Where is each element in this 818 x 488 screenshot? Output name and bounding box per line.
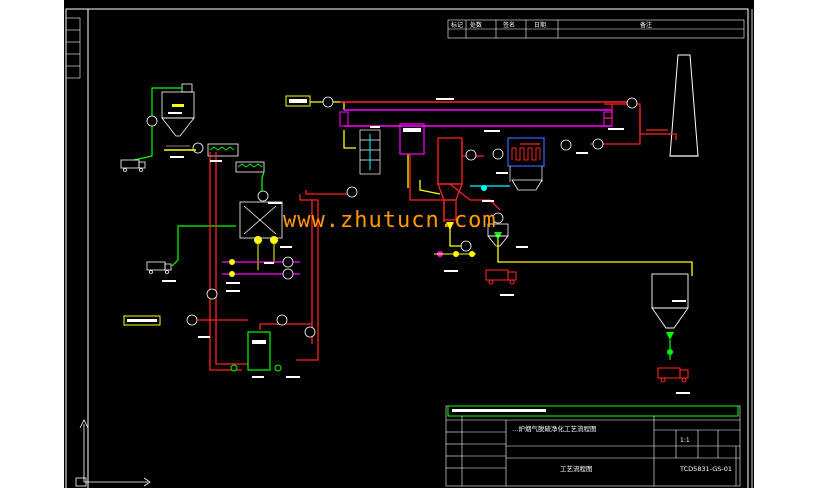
reactor-column [437, 137, 463, 221]
truck-icon [657, 367, 689, 383]
truck-icon [120, 159, 146, 172]
truck-icon [485, 269, 517, 285]
label-marks [162, 98, 690, 394]
silo-icon [161, 83, 195, 137]
rev-header-sign: 签名 [503, 21, 515, 29]
conveyor [207, 143, 265, 173]
rev-header-mark: 标记 [451, 21, 463, 29]
rev-header-date: 日期 [534, 21, 546, 29]
bag-filter [507, 137, 545, 167]
project-title: …炉烟气脱硫净化工艺流程图 [512, 424, 597, 433]
revision-block [447, 19, 745, 39]
rev-header-note: 备注 [640, 21, 652, 29]
silo-icon [487, 223, 509, 247]
drawing-number: TCD5831-GS-01 [679, 465, 732, 473]
mill-unit [239, 201, 283, 239]
truck-icon [146, 261, 172, 274]
tag-box [123, 95, 311, 326]
drawing-border [65, 8, 749, 488]
pipe-magenta [340, 101, 632, 127]
revision-headers: 标记 处数 签名 日期 备注 [451, 21, 652, 29]
slurry-tank [247, 331, 271, 371]
rev-header-count: 处数 [470, 21, 482, 29]
drawing-sheet [64, 0, 754, 488]
reactor-box [399, 123, 425, 155]
silo-icon [651, 273, 689, 329]
drawing-scale: 1:1 [680, 437, 690, 444]
left-margin-strip [65, 17, 81, 79]
crosshair-icon [75, 419, 151, 487]
watermark-text: www.zhutucn.com [283, 208, 497, 233]
title-block [445, 405, 741, 487]
drawing-name: 工艺流程图 [560, 464, 593, 473]
pipe-green [151, 87, 182, 96]
